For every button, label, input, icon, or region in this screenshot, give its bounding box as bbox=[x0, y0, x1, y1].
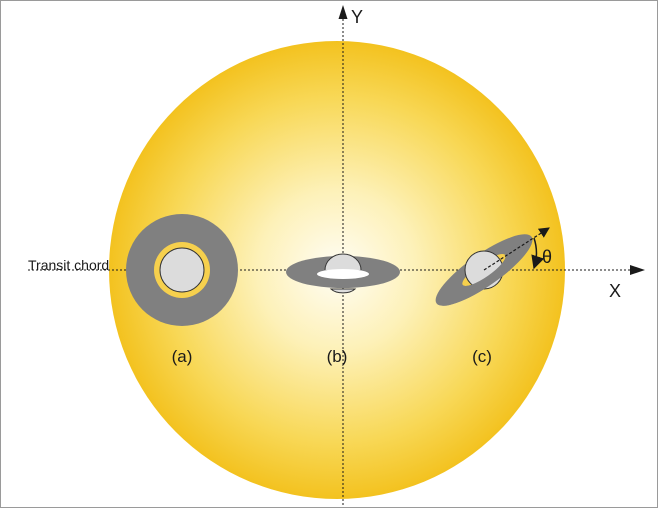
ring-c-front bbox=[436, 236, 533, 306]
angle-arc bbox=[531, 237, 545, 270]
panel-label-b: (b) bbox=[327, 347, 348, 366]
y-axis-arrowhead bbox=[338, 5, 348, 19]
transit-chord-label: Transit chord bbox=[28, 257, 109, 273]
planet-body-a bbox=[159, 247, 205, 293]
x-axis-arrowhead bbox=[630, 265, 645, 275]
planet-a-face-on bbox=[126, 214, 238, 326]
planet-body-b-bottom bbox=[329, 288, 357, 294]
panel-label-c: (c) bbox=[472, 347, 492, 366]
planet-c-tilted: θ bbox=[435, 227, 552, 306]
ring-gap-b bbox=[317, 269, 369, 279]
theta-label: θ bbox=[542, 247, 552, 267]
x-axis-label: X bbox=[609, 281, 621, 301]
planet-b-inclined bbox=[286, 253, 400, 294]
panel-label-a: (a) bbox=[172, 347, 193, 366]
y-axis-label: Y bbox=[351, 7, 363, 27]
tilt-direction-arrow bbox=[483, 227, 550, 271]
planet-body-b-top bbox=[324, 253, 362, 271]
